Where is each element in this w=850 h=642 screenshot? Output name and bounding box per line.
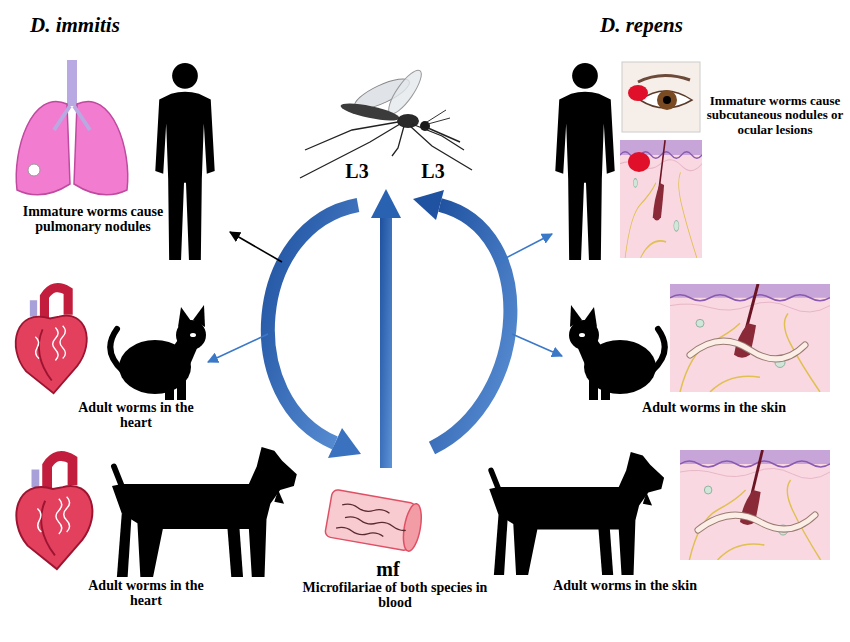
skin-section <box>620 140 702 258</box>
skin-section <box>690 341 805 359</box>
mosquito <box>427 110 450 124</box>
cycle-arrows <box>268 189 511 468</box>
host-caption: Immature worms cause pulmonary nodules <box>12 204 174 235</box>
species-heading: D. repens <box>600 14 740 37</box>
skin-section <box>628 152 650 172</box>
skin-section <box>670 284 830 392</box>
skin-section <box>680 450 830 560</box>
larva-stage: L3 <box>416 160 450 182</box>
cat-silhouette <box>569 305 665 400</box>
mosquito <box>300 66 472 178</box>
host-arrows <box>208 334 268 362</box>
eye-inset <box>657 90 677 110</box>
cycle-arrows <box>380 216 392 468</box>
cycle-arrows <box>268 205 358 443</box>
host-arrows <box>230 232 282 262</box>
lungs <box>54 106 90 130</box>
blood-vessel <box>342 503 390 515</box>
host-caption: Adult worms in the skin <box>520 578 730 593</box>
cycle-arrows <box>413 190 444 220</box>
mosquito <box>384 66 427 118</box>
heart <box>16 456 92 569</box>
stage-label: mf <box>366 558 410 580</box>
cycle-arrows <box>371 189 401 218</box>
host-caption: Adult worms in the heart <box>82 578 210 609</box>
mosquito <box>339 100 400 124</box>
cycle-arrows <box>432 205 510 448</box>
host-arrows <box>208 232 562 362</box>
host-arrows <box>498 234 552 262</box>
species-heading: D. immitis <box>30 14 190 37</box>
mosquito <box>412 124 464 150</box>
blood-vessel <box>400 502 424 552</box>
blood-vessel <box>345 516 407 531</box>
skin-section <box>690 341 805 359</box>
mosquito <box>305 122 398 150</box>
larva-stage: L3 <box>340 160 374 182</box>
lungs <box>16 60 128 195</box>
dog-silhouette <box>112 447 297 577</box>
eye-inset <box>622 62 700 132</box>
host-caption: Immature worms cause subcutaneous nodule… <box>704 94 846 137</box>
skin-section <box>670 284 830 392</box>
human-silhouette <box>155 63 214 260</box>
lungs <box>67 60 77 106</box>
blood-vessel <box>336 526 384 538</box>
mosquito <box>428 128 460 142</box>
host-arrows <box>512 334 562 356</box>
blood-vessel <box>324 489 416 551</box>
eye-inset <box>628 85 648 101</box>
cat-silhouette <box>569 305 665 400</box>
dog-silhouette <box>489 452 664 575</box>
human-silhouette <box>555 63 614 260</box>
mosquito <box>392 126 404 156</box>
skin-section <box>698 515 815 530</box>
skin-section <box>698 515 815 530</box>
blood-vessel <box>324 489 424 552</box>
host-caption: Adult worms in the skin <box>606 400 822 415</box>
eye-inset <box>622 62 700 132</box>
skin-section <box>680 450 830 560</box>
host-caption: Adult worms in the heart <box>72 400 200 431</box>
skin-section <box>620 140 702 258</box>
eye-inset <box>663 96 671 104</box>
heart <box>16 288 87 394</box>
eye-inset <box>638 75 690 82</box>
lungs <box>28 164 40 176</box>
cat-silhouette <box>110 305 206 400</box>
host-caption: Microfilariae of both species in blood <box>300 580 490 611</box>
cycle-arrows <box>328 428 361 458</box>
